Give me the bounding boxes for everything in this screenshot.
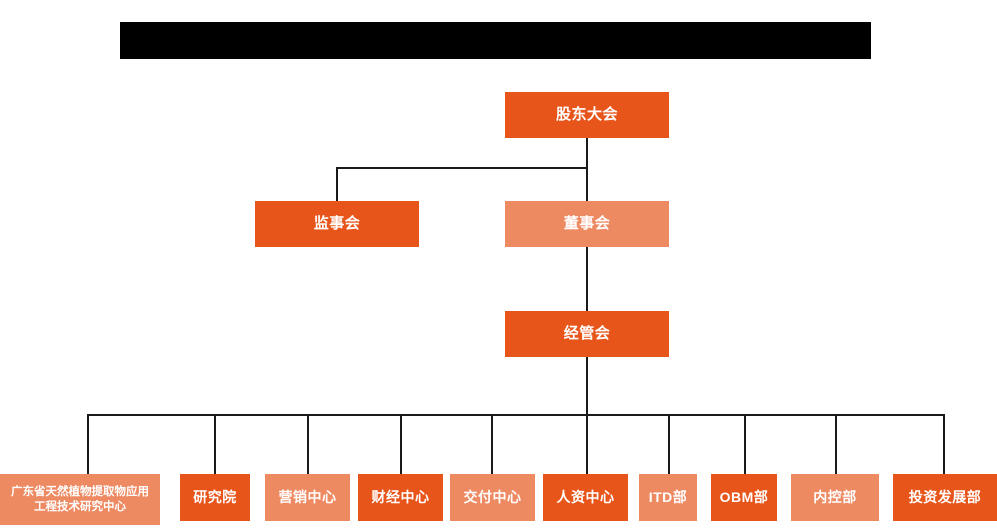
org-node-supervisors[interactable]: 监事会 [255, 201, 419, 247]
connector-drop-institute [214, 414, 216, 474]
org-node-dept-obm[interactable]: OBM部 [711, 474, 777, 521]
org-node-dept-delivery[interactable]: 交付中心 [450, 474, 535, 521]
connector-drop-finance [400, 414, 402, 474]
org-node-label: 财经中心 [371, 488, 430, 505]
org-node-management[interactable]: 经管会 [505, 311, 669, 357]
org-node-label: OBM部 [719, 488, 769, 505]
org-node-label: 内控部 [813, 488, 857, 505]
connector-drop-hr [586, 414, 588, 474]
org-node-label: ITD部 [648, 488, 688, 505]
org-node-label: 研究院 [193, 488, 237, 505]
org-node-label: 经管会 [563, 324, 611, 342]
connector-drop-itd [668, 414, 670, 474]
org-node-dept-finance[interactable]: 财经中心 [358, 474, 443, 521]
org-node-dept-itd[interactable]: ITD部 [639, 474, 697, 521]
org-node-dept-internal-control[interactable]: 内控部 [791, 474, 879, 521]
org-node-dept-hr[interactable]: 人资中心 [543, 474, 628, 521]
org-node-directors[interactable]: 董事会 [505, 201, 669, 247]
org-node-label: 监事会 [313, 214, 361, 232]
redacted-title-bar [120, 22, 871, 59]
connector-directors-stem [586, 247, 588, 311]
connector-drop-investment [943, 414, 945, 474]
connector-shareholders-stem [586, 138, 588, 168]
org-node-label: 董事会 [563, 214, 611, 232]
org-node-label: 投资发展部 [908, 488, 982, 505]
connector-supervisors-drop [336, 167, 338, 201]
org-node-label: 人资中心 [556, 488, 615, 505]
org-node-label: 交付中心 [463, 488, 522, 505]
connector-level2-bus [336, 167, 588, 169]
org-node-label: 广东省天然植物提取物应用工程技术研究中心 [11, 486, 149, 513]
org-node-dept-marketing[interactable]: 营销中心 [265, 474, 350, 521]
org-node-dept-institute[interactable]: 研究院 [180, 474, 250, 521]
connector-drop-delivery [491, 414, 493, 474]
connector-drop-marketing [307, 414, 309, 474]
connector-directors-drop [586, 167, 588, 201]
connector-drop-internal-control [835, 414, 837, 474]
connector-drop-research-center [87, 414, 89, 474]
org-node-dept-research-center[interactable]: 广东省天然植物提取物应用工程技术研究中心 [0, 474, 160, 525]
connector-management-stem [586, 357, 588, 415]
connector-level4-bus [87, 414, 944, 416]
org-node-shareholders[interactable]: 股东大会 [505, 92, 669, 138]
connector-drop-obm [744, 414, 746, 474]
org-node-dept-investment[interactable]: 投资发展部 [893, 474, 997, 521]
org-node-label: 营销中心 [278, 488, 337, 505]
org-node-label: 股东大会 [555, 105, 618, 123]
